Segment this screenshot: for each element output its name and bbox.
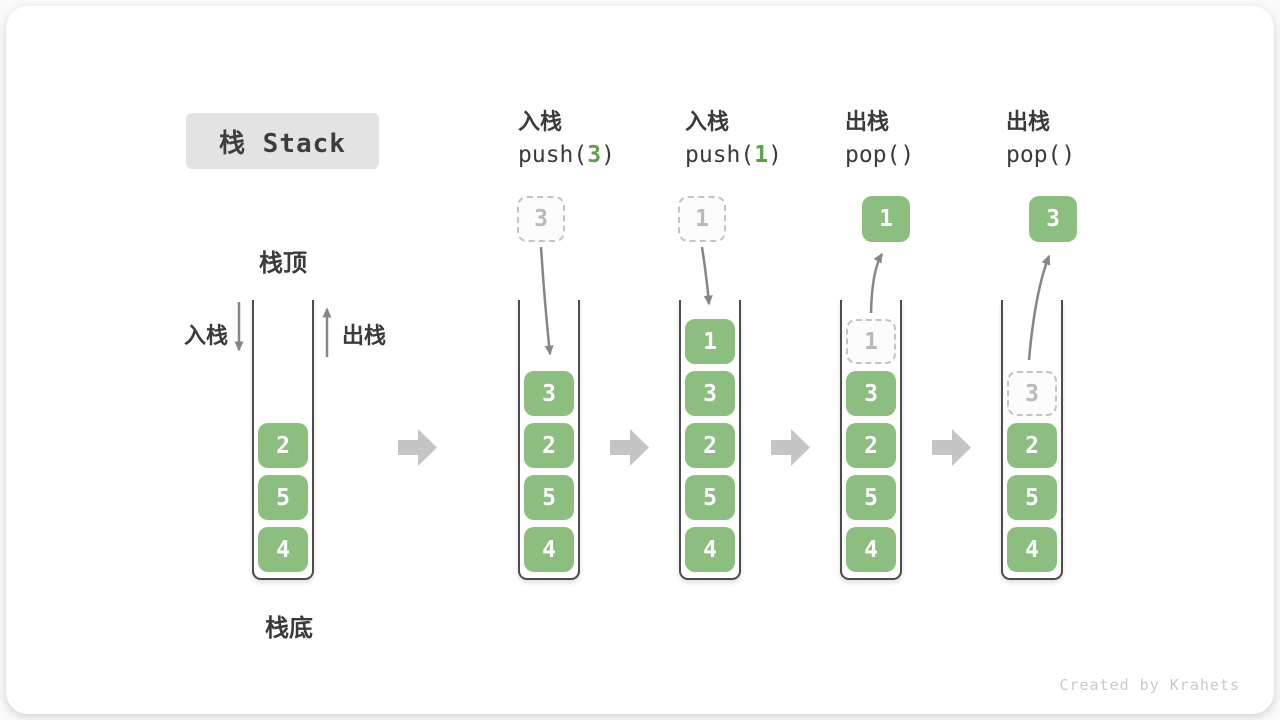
stack-item: 4 — [524, 527, 574, 572]
stack-item: 2 — [524, 423, 574, 468]
pop-side-label: 出栈 — [342, 323, 387, 348]
step-action-label: 入栈 — [685, 109, 730, 134]
step-header-push3: 入栈 push(3) — [518, 106, 678, 172]
stack-item-ghost: 1 — [846, 319, 896, 364]
stack-item: 1 — [685, 319, 735, 364]
stack-item: 2 — [846, 423, 896, 468]
stack-item: 5 — [1007, 475, 1057, 520]
push-side-label: 入栈 — [183, 323, 228, 348]
stack-top-label: 栈顶 — [259, 250, 307, 277]
stack-container: 3 2 5 4 — [1001, 300, 1063, 580]
floating-item-popped: 1 — [862, 196, 910, 242]
stack-item: 4 — [1007, 527, 1057, 572]
step-action-label: 出栈 — [845, 109, 890, 134]
stack-item: 2 — [685, 423, 735, 468]
stack-item: 4 — [685, 527, 735, 572]
stack-item: 4 — [846, 527, 896, 572]
watermark: Created by Krahets — [1059, 676, 1240, 694]
stack-item: 3 — [846, 371, 896, 416]
stack-item: 5 — [258, 475, 308, 520]
step-header-pop3: 出栈 pop() — [1006, 106, 1166, 172]
stack-item: 2 — [258, 423, 308, 468]
stack-item: 5 — [846, 475, 896, 520]
stack-item: 3 — [524, 371, 574, 416]
stack-container: 2 5 4 — [252, 300, 314, 580]
stack-item: 5 — [685, 475, 735, 520]
step-call-label: push(1) — [685, 142, 782, 168]
stack-item-ghost: 3 — [1007, 371, 1057, 416]
step-call-label: pop() — [1006, 142, 1076, 168]
stack-bottom-label: 栈底 — [265, 615, 313, 642]
call-arg: 1 — [754, 142, 769, 168]
stack-container: 1 3 2 5 4 — [840, 300, 902, 580]
stack-item: 5 — [524, 475, 574, 520]
step-call-label: pop() — [845, 142, 915, 168]
step-header-push1: 入栈 push(1) — [685, 106, 845, 172]
stack-item: 2 — [1007, 423, 1057, 468]
call-arg: 3 — [587, 142, 602, 168]
step-header-pop1: 出栈 pop() — [845, 106, 1005, 172]
title-badge: 栈 Stack — [186, 113, 379, 169]
stack-container: 3 2 5 4 — [518, 300, 580, 580]
step-action-label: 出栈 — [1006, 109, 1051, 134]
step-action-label: 入栈 — [518, 109, 563, 134]
stack-item: 3 — [685, 371, 735, 416]
stack-item: 4 — [258, 527, 308, 572]
floating-item-popped: 3 — [1029, 196, 1077, 242]
stack-container: 1 3 2 5 4 — [679, 300, 741, 580]
floating-item-incoming: 1 — [678, 196, 726, 242]
floating-item-incoming: 3 — [517, 196, 565, 242]
step-call-label: push(3) — [518, 142, 615, 168]
